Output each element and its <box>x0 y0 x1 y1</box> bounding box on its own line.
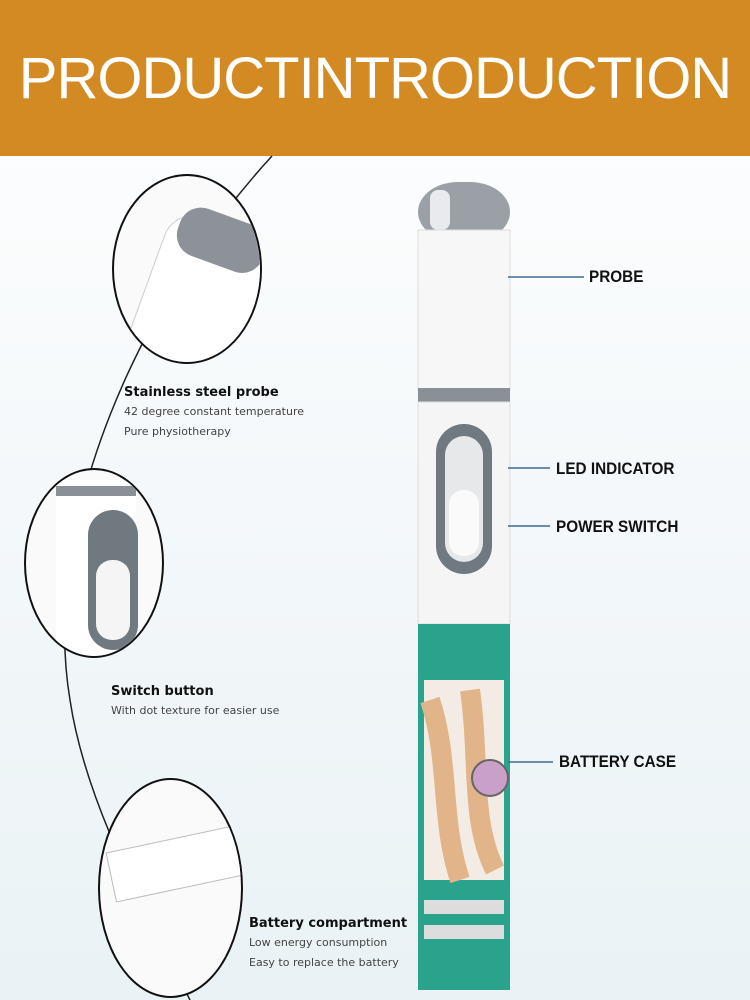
feature-line: With dot texture for easier use <box>111 704 280 717</box>
page-title: PRODUCTINTRODUCTION <box>18 45 732 111</box>
feature-switch: Switch button With dot texture for easie… <box>111 684 279 721</box>
probe-closeup <box>112 174 262 364</box>
feature-line: Pure physiotherapy <box>124 425 231 438</box>
feature-line: Easy to replace the battery <box>249 956 399 969</box>
pen-image <box>417 182 511 990</box>
battery-closeup <box>98 778 243 998</box>
feature-line: 42 degree constant temperature <box>124 405 304 418</box>
feature-battery: Battery compartment Low energy consumpti… <box>249 916 407 973</box>
part-label-battery-case: BATTERY CASE <box>559 752 677 771</box>
feature-title: Switch button <box>111 684 214 699</box>
feature-probe: Stainless steel probe 42 degree constant… <box>124 385 304 442</box>
title-banner: PRODUCTINTRODUCTION <box>0 0 750 156</box>
switch-closeup <box>24 468 164 658</box>
feature-title: Battery compartment <box>249 916 408 931</box>
part-label-led-indicator: LED INDICATOR <box>556 459 675 478</box>
part-label-probe: PROBE <box>589 267 644 286</box>
feature-title: Stainless steel probe <box>124 385 279 400</box>
part-label-power-switch: POWER SWITCH <box>556 517 679 536</box>
feature-line: Low energy consumption <box>249 936 388 949</box>
